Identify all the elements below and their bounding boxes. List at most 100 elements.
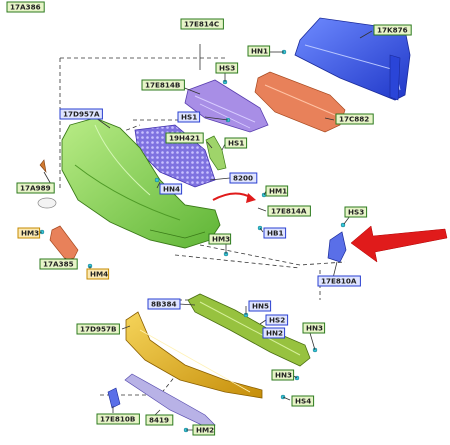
part-tag-hm1: HM1 <box>265 185 289 197</box>
lower-bracket-8b384-part <box>187 293 311 367</box>
part-tag-hs2: HS2 <box>265 314 289 326</box>
part-tag-text: HN4 <box>163 185 180 194</box>
part-tag-text: 17D957A <box>63 110 100 119</box>
part-tag-box <box>59 108 103 120</box>
part-tag-17c882: 17C882 <box>335 113 374 125</box>
part-tag-hm4: HM4 <box>86 268 110 280</box>
part-tag-hn3b: HN3 <box>271 369 295 381</box>
part-tag-box <box>265 185 289 197</box>
part-tag-box <box>76 323 120 335</box>
part-tag-hs3a: HS3 <box>215 62 239 74</box>
absorber-17k876-part <box>294 17 411 101</box>
part-tag-text: HM3 <box>212 235 230 244</box>
part-tag-box <box>180 18 224 30</box>
part-tag-text: 17E814B <box>145 81 180 90</box>
bracket-17e810a-part <box>327 231 347 263</box>
part-tag-box <box>263 227 287 239</box>
part-tag-19h421: 19H421 <box>165 132 204 144</box>
red-arrow <box>350 225 448 263</box>
part-tag-box <box>224 137 248 149</box>
part-tag-box <box>86 268 110 280</box>
part-tag-text: HN1 <box>251 47 268 56</box>
part-tag-17a989: 17A989 <box>16 182 55 194</box>
bumper-cover-17d957a-part <box>61 117 221 249</box>
small-red-arrow <box>212 192 256 203</box>
part-tag-box <box>262 327 286 339</box>
part-tag-hs3b: HS3 <box>344 206 368 218</box>
part-tag-text: 8200 <box>233 174 253 183</box>
part-tag-text: HS1 <box>228 139 244 148</box>
part-tag-hn5: HN5 <box>248 300 272 312</box>
lower-cover-17d957b-part <box>125 311 263 399</box>
part-tag-17d957b: 17D957B <box>76 323 120 335</box>
part-tag-text: HS3 <box>219 64 235 73</box>
part-tag-box <box>39 258 78 270</box>
part-tag-text: 17A989 <box>20 184 51 193</box>
part-tag-17e814c: 17E814C <box>180 18 224 30</box>
part-tag-text: 17K876 <box>377 26 408 35</box>
part-tag-17e810a: 17E810A <box>317 275 361 287</box>
part-tag-hm2: HM2 <box>192 424 216 436</box>
reflector-17a385-part <box>49 225 79 261</box>
part-tag-box <box>16 182 55 194</box>
part-tag-box <box>165 132 204 144</box>
part-tag-text: 17E814A <box>271 207 307 216</box>
part-tag-box <box>147 298 181 310</box>
part-tag-8419: 8419 <box>145 414 174 426</box>
part-tag-text: HS3 <box>348 208 364 217</box>
part-tag-17e810b: 17E810B <box>96 413 140 425</box>
part-tag-text: HB1 <box>267 229 284 238</box>
part-tag-text: HN3 <box>275 371 292 380</box>
part-tag-17a386: 17A386 <box>6 1 45 13</box>
part-tag-box <box>291 395 315 407</box>
part-tag-hm3a: HM3 <box>17 227 41 239</box>
part-tag-hb1: HB1 <box>263 227 287 239</box>
part-labels: 17A386 17E814C HS3 HN1 17K876 17E814B 17D957A H… <box>6 1 412 436</box>
part-tag-17a385: 17A385 <box>39 258 78 270</box>
part-tag-box <box>271 369 295 381</box>
part-tag-text: HS1 <box>181 113 197 122</box>
part-tag-box <box>229 172 258 184</box>
part-tag-box <box>317 275 361 287</box>
part-tag-text: HM1 <box>269 187 287 196</box>
part-tag-box <box>335 113 374 125</box>
part-tag-box <box>215 62 239 74</box>
part-tag-box <box>145 414 174 426</box>
part-tag-hs4: HS4 <box>291 395 315 407</box>
part-tag-box <box>6 1 45 13</box>
part-tag-hm3b: HM3 <box>208 233 232 245</box>
bracket-17e810b-part <box>107 387 121 409</box>
part-tag-hn2: HN2 <box>262 327 286 339</box>
part-tag-8200: 8200 <box>229 172 258 184</box>
part-tag-box <box>96 413 140 425</box>
part-tag-text: HN3 <box>306 324 323 333</box>
part-tag-text: 19H421 <box>169 134 200 143</box>
part-tag-text: HS4 <box>295 397 311 406</box>
part-tag-text: HN2 <box>266 329 283 338</box>
part-tag-box <box>344 206 368 218</box>
part-tag-box <box>247 45 271 57</box>
part-tag-box <box>177 111 201 123</box>
part-tag-hn1: HN1 <box>247 45 271 57</box>
part-tag-text: 17E810B <box>100 415 135 424</box>
part-tag-text: HM4 <box>90 270 108 279</box>
bracket-19h421-part <box>205 135 227 171</box>
part-tag-text: 17E810A <box>321 277 357 286</box>
part-tag-box <box>373 24 412 36</box>
spoiler-8419-part <box>124 373 216 429</box>
part-tag-text: 8B384 <box>151 300 176 309</box>
part-tag-text: 17D957B <box>80 325 116 334</box>
part-tag-17e814b: 17E814B <box>141 79 185 91</box>
part-tag-text: 17C882 <box>339 115 369 124</box>
reinforcement-17c882-part <box>254 71 346 133</box>
part-tag-text: 17A386 <box>10 3 41 12</box>
part-tag-text: 8419 <box>149 416 169 425</box>
upper-grille-17e814b-part <box>184 79 269 133</box>
part-tag-8b384: 8B384 <box>147 298 181 310</box>
part-tag-box <box>141 79 185 91</box>
part-tag-text: HM2 <box>196 426 214 435</box>
part-tag-box <box>265 314 289 326</box>
part-tag-hs1b: HS1 <box>224 137 248 149</box>
part-tag-text: 17E814C <box>184 20 219 29</box>
